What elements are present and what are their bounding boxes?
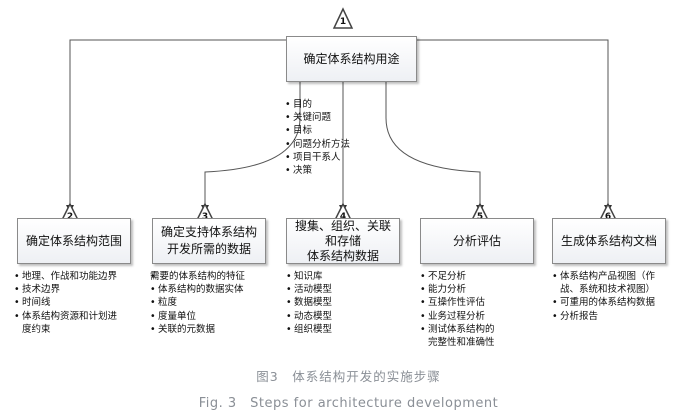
step-5-bullet: 能力分析: [420, 283, 540, 296]
figure-caption-english: Fig. 3 Steps for architecture developmen…: [198, 396, 499, 411]
step-6-box: 生成体系结构文档: [552, 218, 666, 264]
step-5-bullet: 不足分析: [420, 270, 540, 283]
step-2-bullet: 地理、作战和功能边界: [14, 270, 144, 283]
step-4-number: 4: [339, 212, 347, 222]
figure-caption-chinese: 图3 体系结构开发的实施步骤: [256, 369, 441, 384]
step-2-box: 确定体系结构范围: [17, 218, 131, 264]
step-5-bullets: 不足分析 能力分析 互操作性评估 业务过程分析 测试体系结构的 完整性和准确性: [420, 270, 540, 349]
step-5-label: 分析评估: [452, 233, 501, 248]
step-3-bullet: 度量单位: [150, 310, 280, 323]
step-4-bullet: 知识库: [286, 270, 396, 283]
step-1-bullet: 目的: [285, 98, 395, 111]
step-6-bullets: 体系结构产品视图（作 战、系统和技术视图） 可重用的体系结构数据 分析报告: [552, 270, 692, 323]
step-4-bullet: 活动模型: [286, 283, 396, 296]
step-3-bullet: 体系结构的数据实体: [150, 283, 280, 296]
step-4-box: 搜集、组织、关联 和存储 体系结构数据: [286, 218, 400, 264]
step-2-bullets: 地理、作战和功能边界 技术边界 时间线 体系结构资源和计划进 度约束: [14, 270, 144, 336]
step-3-bullet: 关联的元数据: [150, 323, 280, 336]
connector-1-to-5: [385, 82, 484, 213]
step-5-bullet: 业务过程分析: [420, 310, 540, 323]
step-1-bullets: 目的 关键问题 目标 问题分析方法 项目干系人 决策: [285, 98, 395, 177]
step-4-bullets: 知识库 活动模型 数据模型 动态模型 组织模型: [286, 270, 396, 336]
step-4-label: 搜集、组织、关联 和存储 体系结构数据: [294, 218, 391, 263]
step-5-bullet: 互操作性评估: [420, 296, 540, 309]
step-1-triangle: [332, 7, 354, 29]
step-2-bullet: 体系结构资源和计划进 度约束: [14, 310, 144, 336]
step-2-label: 确定体系结构范围: [25, 233, 122, 248]
connector-1-to-2: [66, 39, 286, 213]
step-2-number: 2: [66, 212, 74, 222]
step-6-number: 6: [604, 212, 612, 222]
step-3-number: 3: [201, 212, 209, 222]
step-1-bullet: 问题分析方法: [285, 138, 395, 151]
step-3-bullet: 粒度: [150, 296, 280, 309]
step-3-bullet: 需要的体系结构的特征: [150, 270, 280, 283]
step-3-bullets: 需要的体系结构的特征 体系结构的数据实体 粒度 度量单位 关联的元数据: [150, 270, 280, 336]
step-1-bullet: 决策: [285, 164, 395, 177]
step-1-box: 确定体系结构用途: [286, 36, 417, 82]
step-1-bullet: 项目干系人: [285, 151, 395, 164]
step-6-bullet: 可重用的体系结构数据: [552, 296, 692, 309]
step-1-bullet: 目标: [285, 124, 395, 137]
step-5-bullet: 测试体系结构的 完整性和准确性: [420, 323, 540, 349]
step-4-bullet: 动态模型: [286, 310, 396, 323]
step-5-number: 5: [476, 212, 484, 222]
step-5-box: 分析评估: [420, 218, 534, 264]
step-1-number: 1: [339, 17, 347, 27]
step-3-box: 确定支持体系结构 开发所需的数据: [152, 218, 266, 264]
step-6-label: 生成体系结构文档: [560, 233, 657, 248]
step-1-label: 确定体系结构用途: [303, 51, 400, 66]
step-2-bullet: 技术边界: [14, 283, 144, 296]
step-6-bullet: 体系结构产品视图（作 战、系统和技术视图）: [552, 270, 692, 296]
connector-1-to-6: [417, 39, 612, 213]
step-4-bullet: 组织模型: [286, 323, 396, 336]
step-4-bullet: 数据模型: [286, 296, 396, 309]
step-2-bullet: 时间线: [14, 296, 144, 309]
step-1-bullet: 关键问题: [285, 111, 395, 124]
step-3-label: 确定支持体系结构 开发所需的数据: [160, 225, 257, 256]
step-6-bullet: 分析报告: [552, 310, 692, 323]
